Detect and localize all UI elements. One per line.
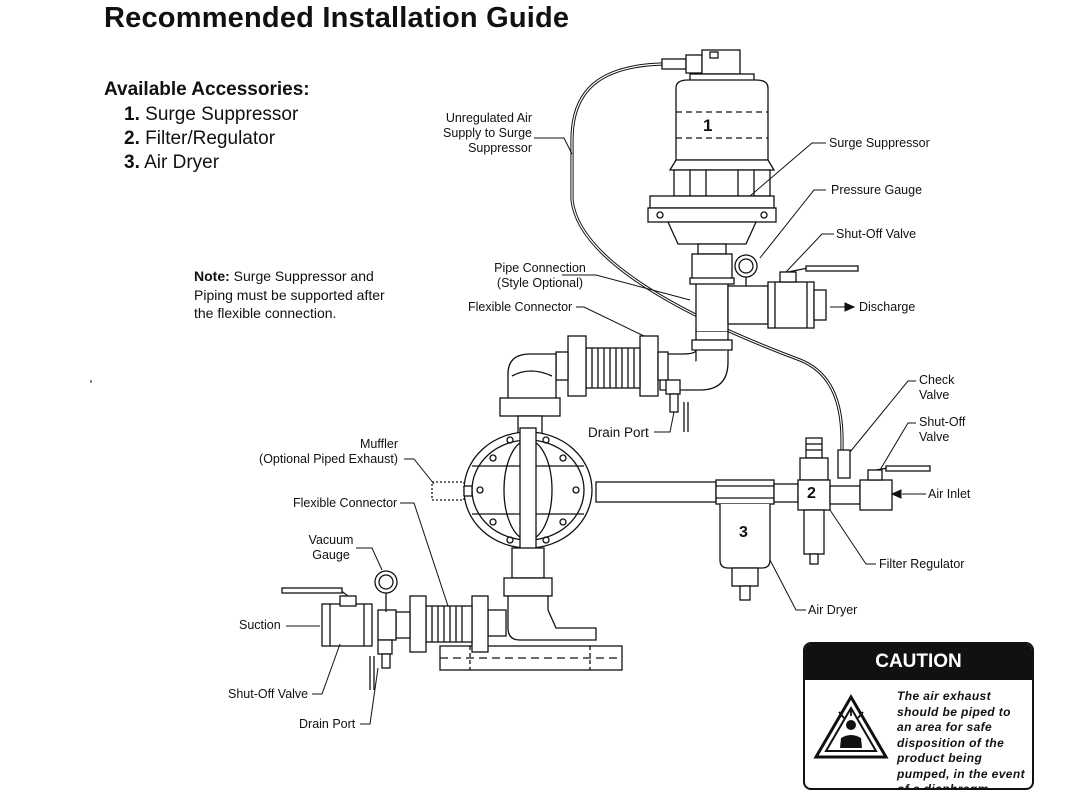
lower-flexible-connector xyxy=(377,595,507,653)
surge-suppressor xyxy=(647,49,777,281)
caution-box: CAUTION The air exhaust should be piped … xyxy=(803,642,1034,790)
discharge-label: Discharge xyxy=(859,300,916,314)
upper-flexible-connector-label: Flexible Connector xyxy=(468,300,573,314)
air-dryer-label: Air Dryer xyxy=(808,603,858,617)
diaphragm-pump xyxy=(431,427,717,553)
caution-heading: CAUTION xyxy=(805,644,1032,680)
accessory-item: 1. Surge Suppressor xyxy=(124,104,299,125)
upper-drain-port-label: Drain Port xyxy=(588,425,649,440)
bottom-shutoff-valve-label: Shut-Off Valve xyxy=(228,687,309,701)
pump-discharge-manifold xyxy=(499,353,561,437)
accessories-heading: Available Accessories: xyxy=(104,79,310,100)
accessory-item: 2. Filter/Regulator xyxy=(124,128,276,149)
air-dryer-number: 3 xyxy=(739,524,748,541)
muffler-label: Muffler (Optional Piped Exhaust) xyxy=(259,437,398,466)
suction-valve xyxy=(281,587,373,647)
page-title: Recommended Installation Guide xyxy=(104,2,570,34)
callout-leaders xyxy=(286,137,926,725)
pipe-connection-label: Pipe Connection (Style Optional) xyxy=(494,261,586,290)
warning-triangle-icon xyxy=(813,694,889,759)
note-prefix: Note: xyxy=(194,268,230,284)
check-valve xyxy=(837,449,851,479)
lower-drain-port xyxy=(369,639,393,690)
unregulated-air-label: Unregulated Air Supply to Surge Suppress… xyxy=(443,111,532,155)
surge-suppressor-label: Surge Suppressor xyxy=(829,136,930,150)
filter-regulator xyxy=(797,437,861,565)
top-shutoff-valve-label: Shut-Off Valve xyxy=(836,227,917,241)
discharge-tee xyxy=(689,277,827,333)
top-shutoff-valve xyxy=(779,265,859,283)
check-valve-label: Check Valve xyxy=(919,373,955,402)
surge-suppressor-number: 1 xyxy=(703,116,713,135)
air-inlet-label: Air Inlet xyxy=(928,487,971,501)
pressure-gauge xyxy=(734,254,758,286)
support-note: Note: Surge Suppressor and Piping must b… xyxy=(194,267,394,323)
filter-regulator-number: 2 xyxy=(807,485,816,502)
vacuum-gauge-label: Vacuum Gauge xyxy=(308,533,354,562)
pressure-gauge-label: Pressure Gauge xyxy=(831,183,923,197)
caution-text: The air exhaust should be piped to an ar… xyxy=(897,689,1026,790)
upper-flexible-connector xyxy=(555,335,669,397)
lower-drain-port-label: Drain Port xyxy=(299,717,356,731)
right-shutoff-valve xyxy=(859,465,931,511)
air-dryer xyxy=(715,479,775,601)
accessories-list: 1. Surge Suppressor 2. Filter/Regulator … xyxy=(124,103,298,175)
right-shutoff-valve-label: Shut-Off Valve xyxy=(919,415,966,444)
suction-label: Suction xyxy=(239,618,281,632)
accessory-item: 3. Air Dryer xyxy=(124,152,220,173)
note-text: Surge Suppressor and Piping must be supp… xyxy=(194,268,385,321)
filter-regulator-label: Filter Regulator xyxy=(879,557,965,571)
vacuum-gauge xyxy=(374,570,398,612)
upper-elbow xyxy=(695,332,729,341)
pump-inlet-base xyxy=(439,547,623,671)
lower-flexible-connector-label: Flexible Connector xyxy=(293,496,398,510)
